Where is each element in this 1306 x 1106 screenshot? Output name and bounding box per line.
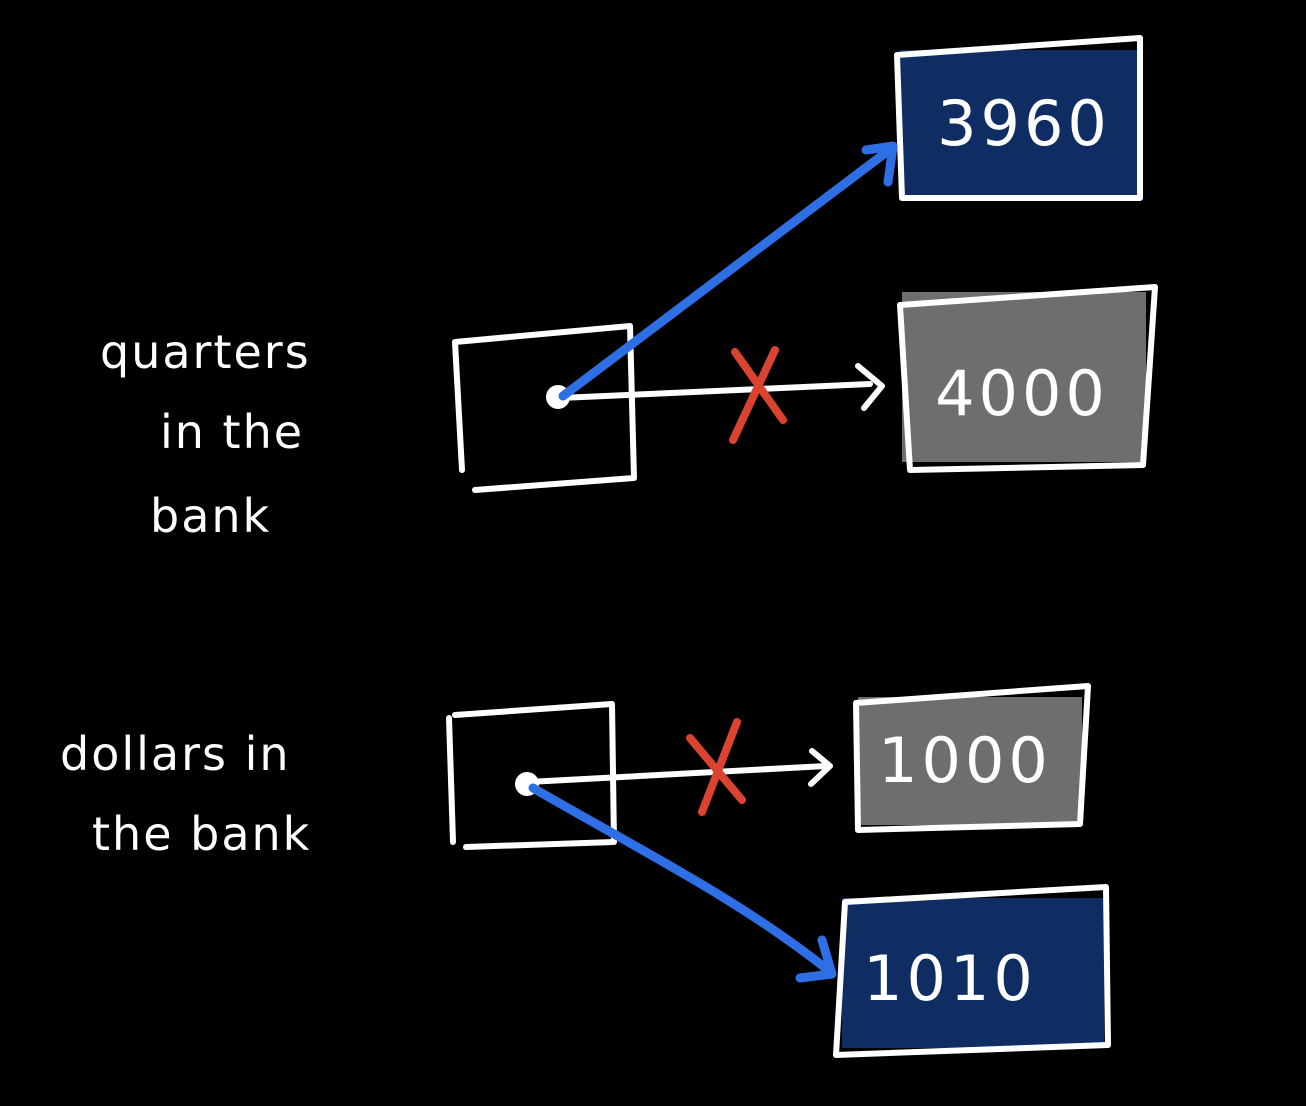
old-value-box: 1000: [853, 683, 1091, 833]
variable-dollars: dollars in the bank 1000 1010: [60, 683, 1111, 1058]
variable-name-label: dollars in the bank: [60, 727, 311, 861]
name-line: bank: [150, 489, 271, 543]
new-value-text: 3960: [937, 87, 1111, 160]
variable-box: [446, 701, 617, 850]
old-pointer-arrow: [557, 363, 885, 411]
variable-quarters: quarters in the bank 4000 3960: [100, 35, 1158, 543]
new-value-box: 3960: [894, 35, 1143, 201]
current-pointer-arrow: [558, 141, 898, 401]
new-value-box: 1010: [833, 884, 1111, 1058]
old-value-text: 1000: [878, 724, 1052, 797]
name-line: the bank: [92, 807, 311, 861]
name-line: in the: [160, 405, 304, 459]
crossed-out-mark: [686, 718, 746, 816]
old-value-text: 4000: [935, 357, 1109, 430]
variable-box: [452, 323, 637, 493]
new-value-text: 1010: [863, 942, 1037, 1015]
old-value-box: 4000: [897, 284, 1158, 473]
crossed-out-mark: [729, 346, 787, 444]
variable-name-label: quarters in the bank: [100, 325, 311, 543]
name-line: quarters: [100, 325, 311, 379]
current-pointer-arrow: [528, 783, 837, 983]
old-pointer-arrow: [525, 748, 833, 787]
name-line: dollars in: [60, 727, 291, 781]
